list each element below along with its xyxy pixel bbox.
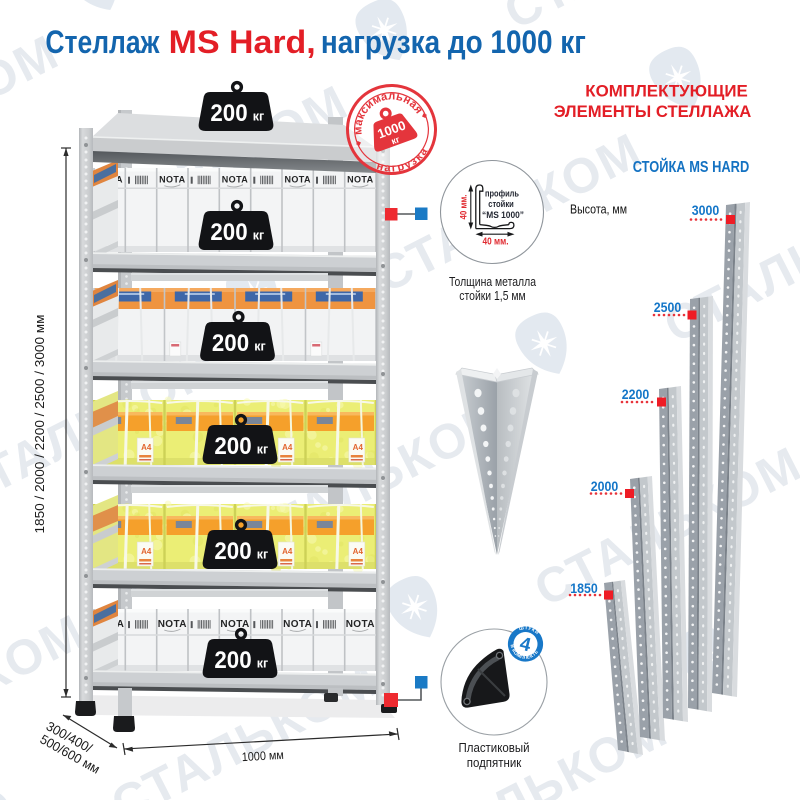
svg-text:СТОЙКА MS HARD: СТОЙКА MS HARD: [633, 158, 750, 176]
svg-text:NOTA: NOTA: [159, 175, 186, 185]
svg-text:профиль: профиль: [485, 189, 519, 200]
svg-text:NOTA: NOTA: [346, 619, 375, 630]
svg-text:подпятник: подпятник: [467, 755, 522, 770]
svg-text:40 мм.: 40 мм.: [483, 237, 509, 248]
svg-text:NOTA: NOTA: [158, 619, 187, 630]
svg-text:2500: 2500: [654, 299, 682, 315]
svg-text:1850: 1850: [570, 580, 598, 596]
svg-text:Высота, мм: Высота, мм: [570, 202, 627, 217]
svg-text:NOTA: NOTA: [283, 619, 312, 630]
svg-text:Пластиковый: Пластиковый: [459, 740, 530, 755]
svg-text:A4: A4: [353, 547, 364, 556]
svg-text:A4: A4: [282, 547, 293, 556]
svg-text:2200: 2200: [622, 386, 650, 402]
svg-text:КОМПЛЕКТУЮЩИЕ: КОМПЛЕКТУЮЩИЕ: [585, 82, 748, 101]
svg-text:стойки: стойки: [488, 199, 514, 210]
svg-text:NOTA: NOTA: [222, 175, 249, 185]
svg-text:ЭЛЕМЕНТЫ СТЕЛЛАЖА: ЭЛЕМЕНТЫ СТЕЛЛАЖА: [554, 102, 752, 121]
svg-text:Толщина металла: Толщина металла: [449, 274, 537, 289]
svg-text:стойки 1,5 мм: стойки 1,5 мм: [459, 288, 525, 303]
svg-text:1000 мм: 1000 мм: [241, 748, 284, 764]
svg-text:2000: 2000: [591, 478, 619, 494]
svg-text:3000: 3000: [692, 202, 720, 218]
svg-text:NOTA: NOTA: [220, 619, 249, 630]
svg-text:кг: кг: [390, 134, 401, 146]
svg-text:A4: A4: [282, 443, 293, 452]
svg-text:NOTA: NOTA: [284, 175, 311, 185]
svg-text:A4: A4: [141, 443, 152, 452]
svg-text:“MS 1000”: “MS 1000”: [482, 210, 524, 221]
svg-text:СТАЛЬКОМ: СТАЛЬКОМ: [686, 750, 800, 800]
svg-text:NOTA: NOTA: [347, 175, 374, 185]
svg-text:нагрузка до 1000 кг: нагрузка до 1000 кг: [321, 24, 586, 60]
svg-text:1850 / 2000 / 2200 / 2500 / 30: 1850 / 2000 / 2200 / 2500 / 3000 мм: [32, 314, 47, 533]
svg-text:Стеллаж: Стеллаж: [45, 24, 160, 60]
svg-text:A4: A4: [353, 443, 364, 452]
svg-text:СТАЛЬКОМ: СТАЛЬКОМ: [790, 0, 800, 88]
svg-text:40 мм.: 40 мм.: [458, 195, 468, 220]
svg-text:A4: A4: [141, 547, 152, 556]
svg-text:MS Hard,: MS Hard,: [169, 24, 316, 60]
